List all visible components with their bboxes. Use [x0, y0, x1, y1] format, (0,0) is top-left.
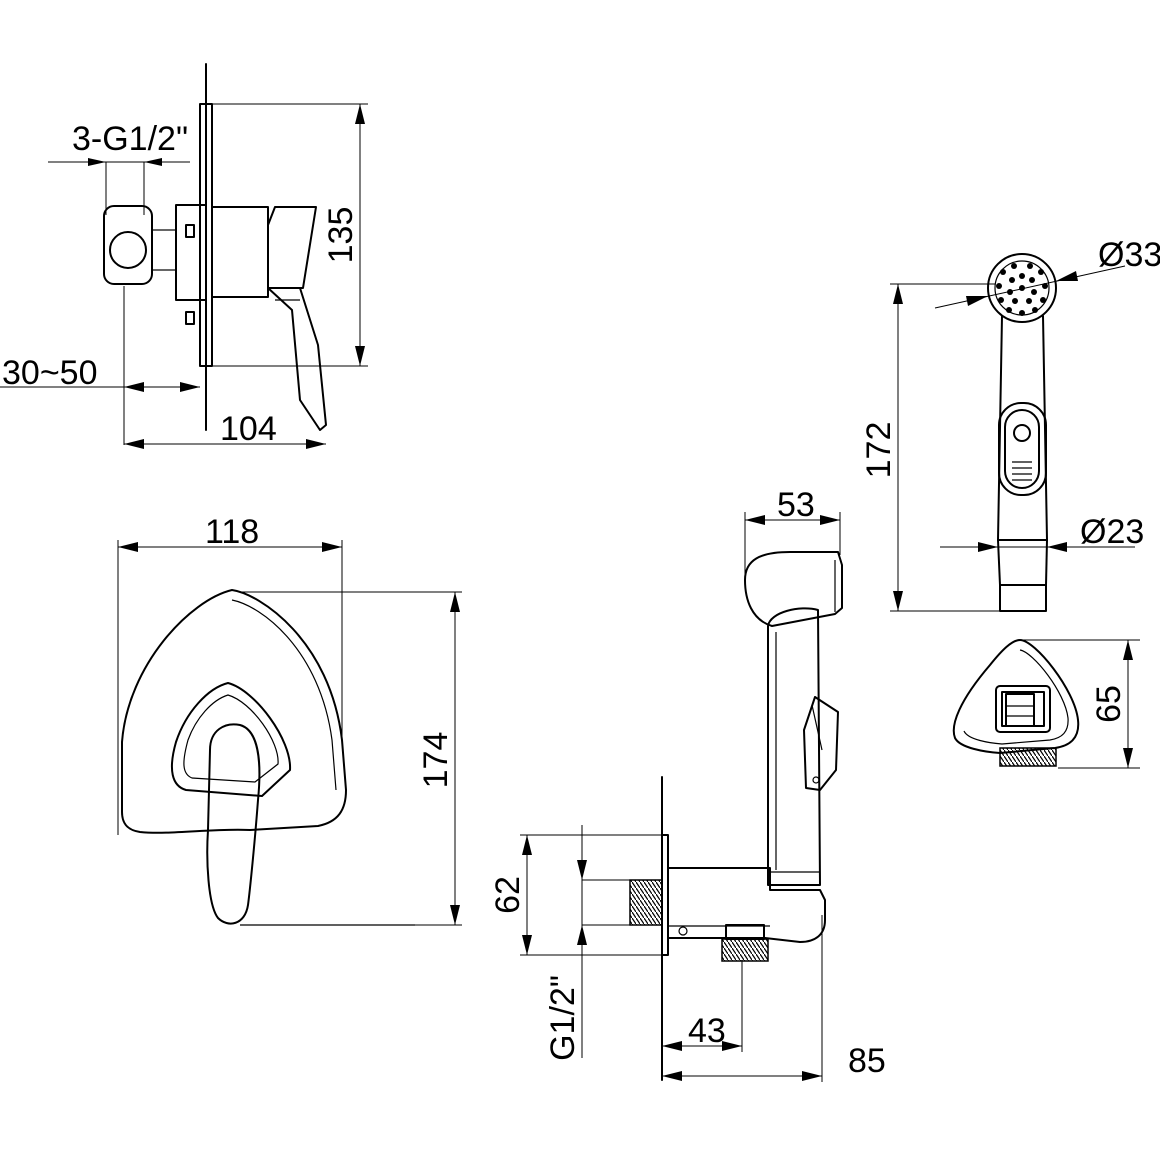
side-view-dimensions: 135 3-G1/2" 30~50 104 — [0, 103, 368, 449]
outlet-height-label: 62 — [489, 876, 527, 914]
holder-width-label: 53 — [777, 486, 815, 524]
handset-dimensions: 172 Ø33 Ø23 — [860, 236, 1160, 612]
holder-side-view — [629, 551, 843, 1081]
body-depth-label: 104 — [220, 410, 277, 448]
body-height-label: 135 — [322, 207, 360, 264]
handset-length-label: 172 — [860, 422, 898, 479]
elbow-height-label: 65 — [1090, 685, 1128, 723]
outlet-thread-label: G1/2" — [544, 975, 582, 1061]
thread-count-label: 3-G1/2" — [72, 120, 188, 158]
head-diameter-label: Ø33 — [1098, 236, 1160, 274]
mixer-side-view — [103, 63, 327, 431]
handset-front-view — [987, 253, 1057, 612]
front-view-dimensions: 118 174 — [117, 513, 462, 926]
spray-nozzles — [996, 263, 1048, 316]
plate-width-label: 118 — [205, 513, 259, 551]
trigger-grip-lines — [1012, 461, 1032, 481]
handle-diameter-label: Ø23 — [1080, 513, 1144, 551]
plate-height-label: 174 — [417, 732, 455, 789]
elbow-depth-label: 43 — [688, 1012, 726, 1050]
holder-side-dimensions: 53 62 G1/2" 43 85 — [489, 486, 886, 1082]
depth-range-label: 30~50 — [2, 354, 98, 392]
wall-elbow-front-view — [952, 639, 1080, 767]
total-depth-label: 85 — [848, 1042, 886, 1080]
mixer-front-view — [121, 589, 415, 926]
elbow-front-dimensions: 65 — [1020, 639, 1140, 769]
